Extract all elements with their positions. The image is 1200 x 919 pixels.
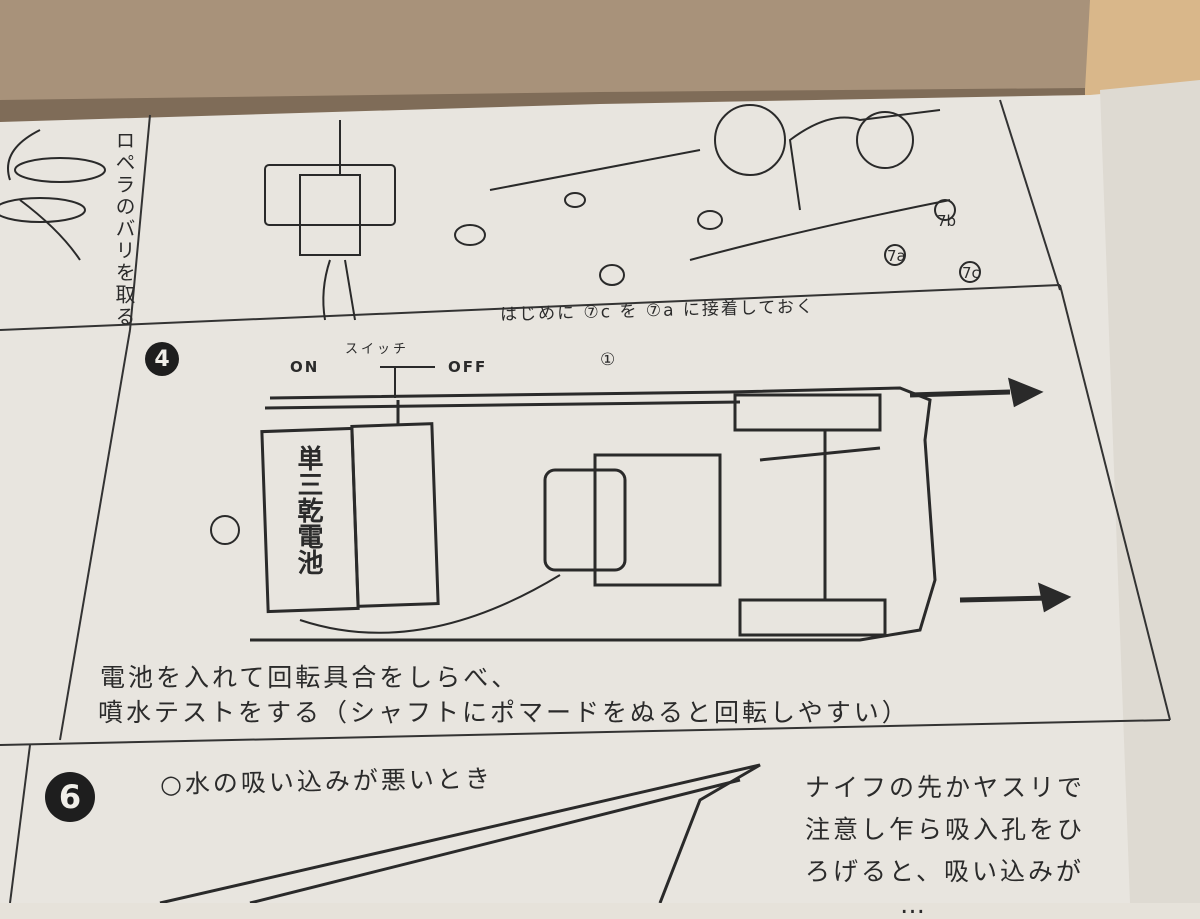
- part-label-7c: 7c: [962, 264, 980, 282]
- instruction-paper: [0, 85, 1200, 903]
- step6-note-line1: ナイフの先かヤスリで: [805, 773, 1086, 802]
- part-marker-1: ①: [600, 350, 616, 370]
- part-label-7b: 7b: [937, 212, 957, 230]
- top-panel-drawings: [0, 104, 981, 321]
- step4-diagram: [210, 366, 1072, 642]
- step4-caption-line1: 電池を入れて回転具合をしらべ、: [100, 663, 520, 692]
- step6-note-line2: 注意し乍ら吸入孔をひ: [805, 815, 1086, 844]
- deburr-propeller-note: ロペラのバリを取る: [112, 130, 136, 328]
- off-label: OFF: [448, 358, 488, 376]
- panel-borders: [0, 99, 1171, 903]
- switch-label: スイッチ: [345, 342, 410, 357]
- on-label: ON: [290, 358, 320, 376]
- part-label-7a: 7a: [887, 247, 906, 265]
- step6-note-line3: ろげると、吸い込みが: [805, 857, 1085, 886]
- step-4-badge: 4: [145, 342, 179, 376]
- step4-caption-line2: 噴水テストをする（シャフトにポマードをぬると回転しやすい）: [98, 698, 910, 727]
- step-6-badge: 6: [45, 772, 95, 822]
- cardboard-box: [0, 0, 1090, 118]
- step6-diagram: [159, 763, 761, 903]
- step6-note-line4: …: [900, 890, 928, 919]
- step6-heading: ○水の吸い込みが悪いとき: [159, 764, 494, 799]
- battery-label: 単三乾電池: [293, 445, 323, 575]
